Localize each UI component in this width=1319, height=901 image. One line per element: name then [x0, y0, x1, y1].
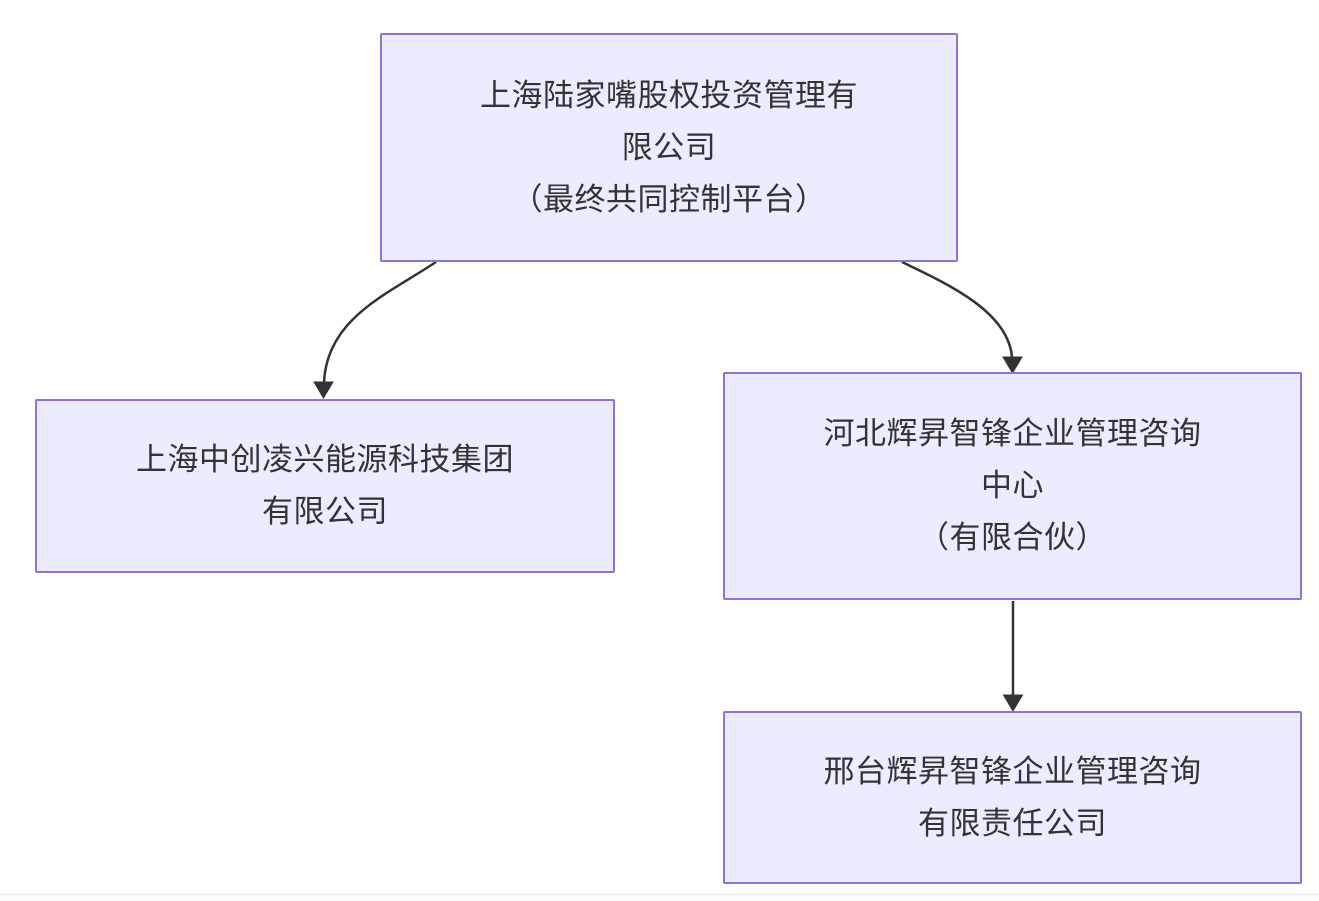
node-label-line: 上海中创凌兴能源科技集团: [136, 442, 514, 477]
node-shanghai-zhongchuang: 上海中创凌兴能源科技集团 有限公司: [35, 399, 615, 573]
arrowhead-right-icon: [1002, 356, 1023, 374]
node-xingtai-huisheng: 邢台辉昇智锋企业管理咨询 有限责任公司: [723, 711, 1302, 884]
node-annotation-line: （有限合伙）: [918, 520, 1107, 555]
node-label-line: 河北辉昇智锋企业管理咨询: [823, 416, 1202, 451]
node-label-line: 中心: [981, 468, 1044, 503]
node-hebei-huisheng: 河北辉昇智锋企业管理咨询 中心 （有限合伙）: [723, 372, 1302, 600]
page-bottom-divider: [0, 894, 1319, 901]
node-label-line: 限公司: [621, 129, 717, 165]
arrowhead-left-icon: [313, 381, 334, 399]
arrowhead-bottom-icon: [1002, 694, 1024, 712]
node-label-line: 有限责任公司: [918, 805, 1107, 841]
node-label-line: 有限公司: [262, 494, 388, 529]
node-annotation-line: （最终共同控制平台）: [511, 181, 827, 217]
edge-parent-to-right: [901, 260, 1014, 358]
node-shanghai-lujiazui: 上海陆家嘴股权投资管理有 限公司 （最终共同控制平台）: [380, 33, 958, 262]
node-label-line: 上海陆家嘴股权投资管理有: [480, 77, 858, 113]
node-label-line: 邢台辉昇智锋企业管理咨询: [823, 753, 1202, 789]
edge-parent-to-left: [322, 260, 437, 383]
